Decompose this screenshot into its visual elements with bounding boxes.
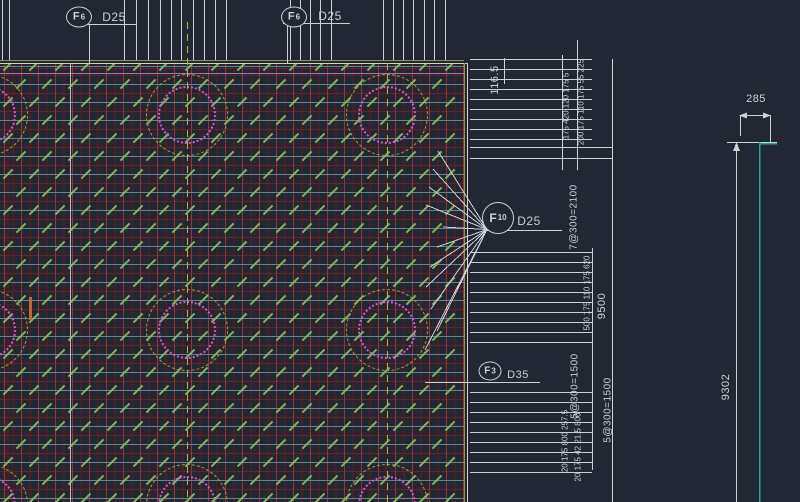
dim-height-9302: 9302 (720, 373, 732, 401)
callout-f10: F 10 (482, 202, 514, 234)
callout-number: 3 (491, 366, 496, 375)
bar-label-f10: D25 (517, 214, 541, 228)
dim-chain-mid: 500 175 110 175 620 (582, 255, 592, 331)
dim-spacing-mid: 7@300=2100 (568, 184, 580, 250)
dim-116-5: 116.5 (489, 65, 501, 95)
callout-number: 6 (295, 12, 301, 21)
callout-prefix: F (489, 211, 497, 225)
bar-label-f6-right: D25 (318, 9, 342, 23)
slab-hatch (0, 63, 464, 502)
callout-number: 10 (497, 213, 507, 222)
dim-spacing-low-b: 5@300=1500 (602, 377, 614, 443)
dim-width-285: 285 (746, 93, 766, 105)
callout-prefix: F (484, 365, 491, 376)
callout-number: 6 (80, 12, 86, 21)
bar-label-f6-left: D25 (102, 10, 126, 24)
bar-label-f3: D35 (507, 369, 529, 381)
callout-prefix: F (72, 10, 80, 23)
dim-overall-9500: 9500 (596, 292, 608, 320)
highlighted-bar (29, 297, 32, 320)
dim-chain-top-b: 200 175 110 175 55 225 (576, 58, 586, 146)
callout-f3: F 3 (478, 361, 502, 381)
dim-chain-bot-a: 20 175 800 257.5 (560, 409, 570, 473)
callout-f6-right: F 6 (281, 6, 307, 28)
dim-spacing-low: 5@300=1500 (569, 353, 581, 419)
callout-f6-left: F 6 (66, 6, 92, 28)
dim-chain-top-a: 175 420 120 175 5 (561, 72, 571, 140)
callout-prefix: F (287, 10, 295, 23)
dim-chain-bot-b: 20 175 42 21.5 800 (573, 412, 583, 482)
